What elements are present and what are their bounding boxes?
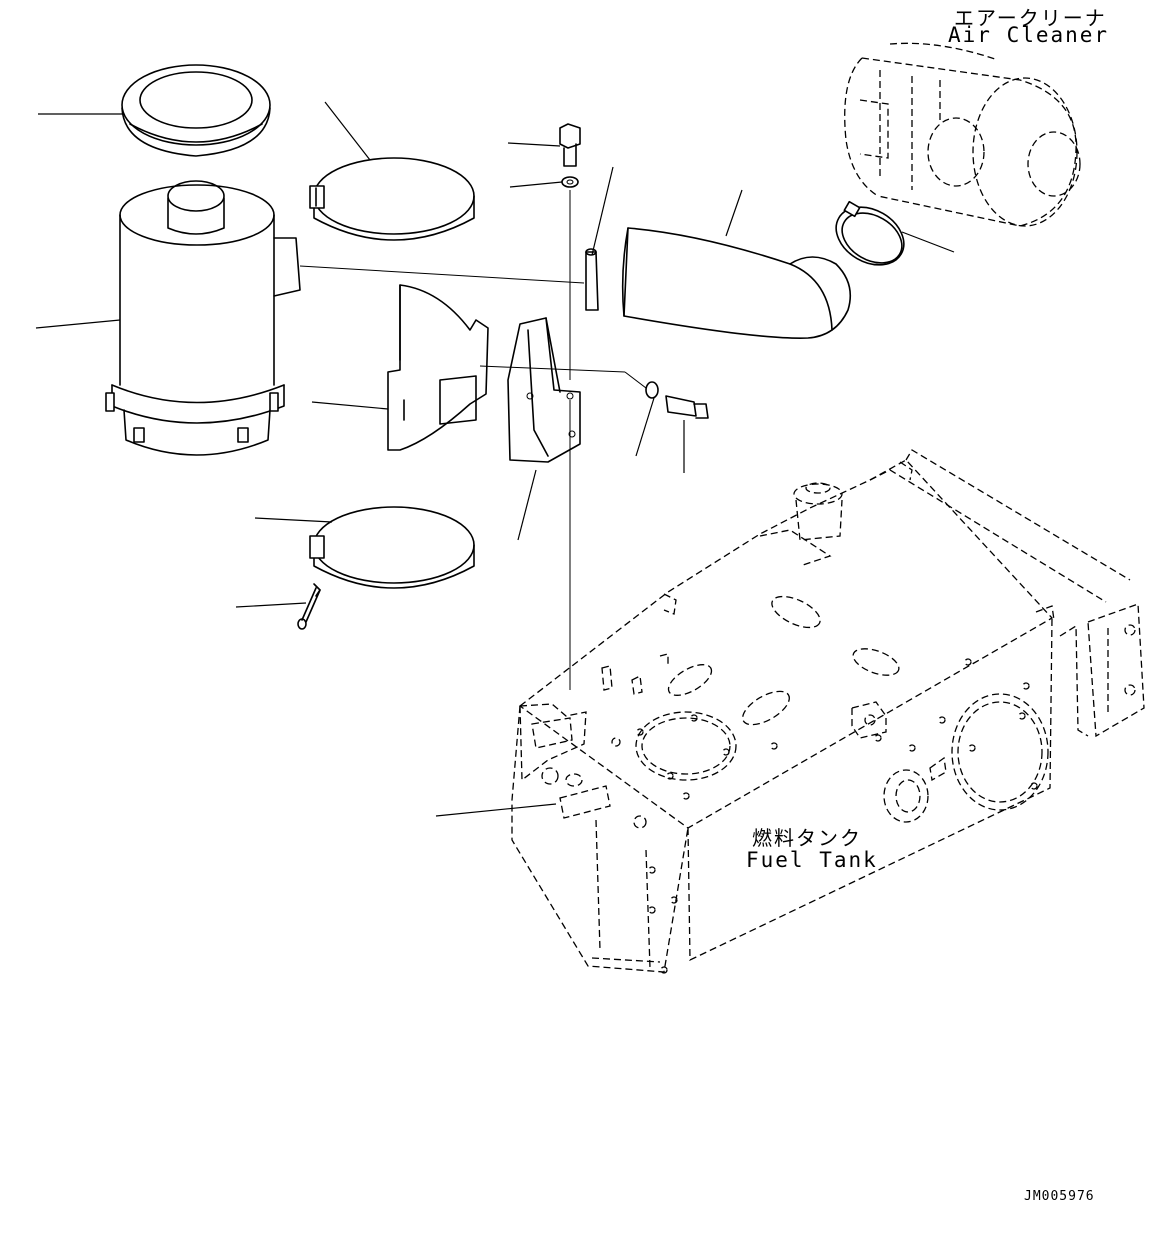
air-cleaner-label-ja: エアークリーナ (954, 6, 1107, 30)
air-cleaner-phantom (845, 43, 1080, 226)
intake-hose (623, 228, 851, 338)
hose-clamp (826, 195, 914, 276)
spacer-pin (586, 249, 598, 310)
mounting-bracket-plate (388, 285, 488, 450)
band-clamp-upper (310, 158, 474, 240)
drawing-code: JM005976 (1024, 1189, 1095, 1204)
bolt-upper (560, 124, 580, 187)
bolt-side (646, 382, 708, 418)
fuel-tank-phantom (512, 450, 1144, 973)
mounting-bracket-stay (508, 318, 580, 462)
leader-lines (36, 102, 954, 816)
air-cleaner-cap (122, 65, 270, 156)
fuel-tank-label-ja: 燃料タンク (752, 826, 862, 850)
air-cleaner-body (106, 181, 300, 455)
clamp-bolt (298, 584, 320, 629)
fuel-tank-label-en: Fuel Tank (746, 848, 878, 872)
band-clamp-lower (310, 507, 474, 588)
air-cleaner-label-en: Air Cleaner (948, 23, 1110, 47)
